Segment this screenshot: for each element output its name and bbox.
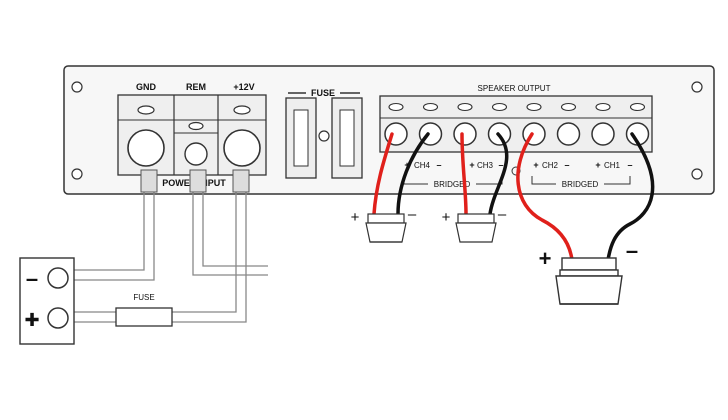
- gnd-terminal: [127, 129, 165, 167]
- ch2-label: CH2: [542, 161, 559, 170]
- mount-hole-right-top: [691, 81, 703, 93]
- speaker-ch4: [365, 213, 407, 243]
- ch3-minus: –: [498, 160, 503, 170]
- rem-terminal: [184, 142, 208, 166]
- power-wires: [68, 190, 268, 323]
- rem-screw: [188, 121, 204, 131]
- terminal-screw-ch4-plus: [388, 102, 404, 112]
- gnd-wire-sleeve: [140, 169, 158, 193]
- amp-fuse-label: FUSE: [311, 88, 335, 98]
- terminal-screw-ch1-plus: [595, 102, 611, 112]
- rem-wire-sleeve: [189, 169, 207, 193]
- ch4-label: CH4: [414, 161, 431, 170]
- bridged-label-right: BRIDGED: [562, 180, 599, 189]
- terminal-ch1-plus: [591, 122, 615, 146]
- terminal-screw-ch2-minus: [560, 102, 577, 112]
- battery-positive-terminal: [47, 307, 69, 329]
- speaker-bridged-minus: –: [626, 238, 638, 263]
- battery-minus-sign: –: [26, 266, 38, 291]
- terminal-ch2-minus: [556, 122, 581, 146]
- ch1-minus: –: [627, 160, 632, 170]
- ch2-minus: –: [564, 160, 569, 170]
- gnd-screw: [137, 105, 155, 115]
- battery-negative-terminal: [47, 267, 69, 289]
- ch4-plus: +: [404, 160, 409, 170]
- plus12v-terminal: [223, 129, 261, 167]
- plus12v-screw: [233, 105, 251, 115]
- plus12v-wire-sleeve: [232, 169, 250, 193]
- rem-label: REM: [186, 82, 206, 92]
- terminal-ch3-plus: [453, 122, 477, 146]
- ch3-positive-wire: [460, 132, 468, 216]
- terminal-screw-ch1-minus: [629, 102, 646, 112]
- bridged-bracket-right: [531, 176, 631, 185]
- gnd-label: GND: [136, 82, 157, 92]
- mount-hole-left-bottom: [71, 168, 83, 180]
- speaker-output-title: SPEAKER OUTPUT: [478, 84, 551, 93]
- ch2-bridged-positive-wire: [516, 132, 574, 262]
- ch4-minus: –: [436, 160, 441, 170]
- speaker-ch3-minus: –: [498, 206, 507, 223]
- ch4-positive-wire: [372, 132, 394, 216]
- ch1-bridged-negative-wire: [606, 132, 655, 262]
- ch1-label: CH1: [604, 161, 621, 170]
- speaker-ch3: [455, 213, 497, 243]
- amplifier-fuse-block: [285, 92, 363, 179]
- battery-plus-sign: ✚: [24, 310, 39, 330]
- speaker-bridged: [555, 257, 623, 305]
- bridged-label-left: BRIDGED: [434, 180, 471, 189]
- terminal-screw-ch2-plus: [526, 102, 542, 112]
- mount-hole-right-bottom: [691, 168, 703, 180]
- inline-fuse-label: FUSE: [133, 293, 154, 302]
- ch3-negative-wire: [488, 132, 509, 216]
- terminal-screw-ch3-minus: [491, 102, 508, 112]
- bridge-indicator: [511, 166, 521, 176]
- inline-fuse: [115, 307, 173, 327]
- ch4-negative-wire: [396, 132, 430, 216]
- plus12v-label: +12V: [233, 82, 254, 92]
- ch3-plus: +: [469, 160, 474, 170]
- terminal-screw-ch3-plus: [457, 102, 473, 112]
- terminal-screw-ch4-minus: [422, 102, 439, 112]
- ch3-label: CH3: [477, 161, 494, 170]
- ch1-plus: +: [595, 160, 600, 170]
- ch2-plus: +: [533, 160, 538, 170]
- mount-hole-left-top: [71, 81, 83, 93]
- speaker-ch4-plus: +: [351, 209, 360, 226]
- power-terminal-block: [117, 94, 267, 176]
- speaker-ch3-plus: +: [442, 209, 451, 226]
- speaker-ch4-minus: –: [408, 206, 417, 223]
- speaker-bridged-plus: +: [539, 246, 552, 271]
- speaker-wires: [372, 132, 655, 262]
